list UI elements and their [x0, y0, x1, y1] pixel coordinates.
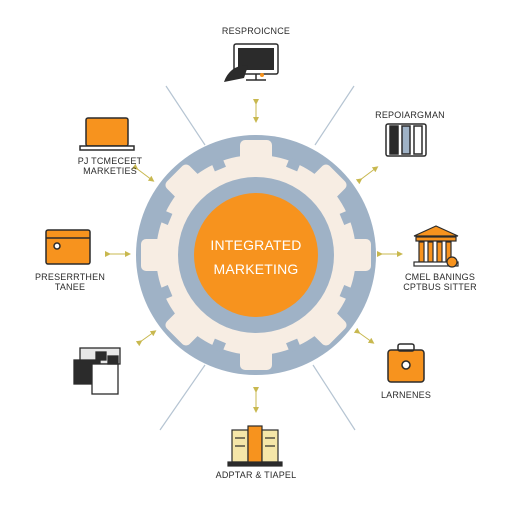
film-strip-icon [385, 123, 427, 157]
guide-line-top-right [314, 85, 355, 146]
connector-top-left [131, 163, 155, 182]
archive-box-icon [73, 347, 121, 395]
guide-line-top-left [165, 85, 206, 146]
folder-icon [45, 229, 91, 265]
briefcase-icon [387, 343, 425, 383]
connector-arrows [105, 99, 403, 413]
center-title-line2: MARKETING [213, 261, 299, 277]
guide-line-bottom-right [312, 364, 356, 431]
node-bottom-right-label: LARNENES [380, 390, 432, 400]
node-left-label-line2: TANEE [54, 282, 86, 292]
node-top-left-label-line2: MARKETIES [83, 166, 137, 176]
center-circle [194, 193, 318, 317]
connector-bottom-left [135, 330, 157, 347]
node-top-left-label-line1: PJ TCMECEET [77, 156, 143, 166]
node-top-right-label: REPOIARGMAN [375, 110, 445, 120]
center-title: INTEGRATED MARKETING [196, 233, 316, 281]
guide-lines [159, 85, 356, 431]
node-right-label: CMEL BANINGS CPTBUS SITTER [400, 272, 480, 292]
node-right-label-line2: CPTBUS SITTER [403, 282, 477, 292]
center-title-line1: INTEGRATED [210, 237, 302, 253]
node-left-label-line1: PRESERRTHEN [34, 272, 106, 282]
node-top-left-label: PJ TCMECEET MARKETIES [60, 156, 160, 176]
node-top-label: RESPROICNCE [221, 26, 291, 36]
monitor-icon [224, 43, 279, 82]
connector-top-right [355, 166, 379, 185]
node-left-label: PRESERRTHEN TANEE [30, 272, 110, 292]
books-icon [227, 425, 283, 467]
laptop-icon [79, 117, 135, 151]
guide-line-bottom-left [159, 364, 206, 431]
columns-building-icon [413, 225, 459, 268]
node-right-label-line1: CMEL BANINGS [404, 272, 476, 282]
node-bottom-label: ADPTAR & TIAPEL [215, 470, 297, 480]
connector-bottom-right [353, 327, 375, 344]
